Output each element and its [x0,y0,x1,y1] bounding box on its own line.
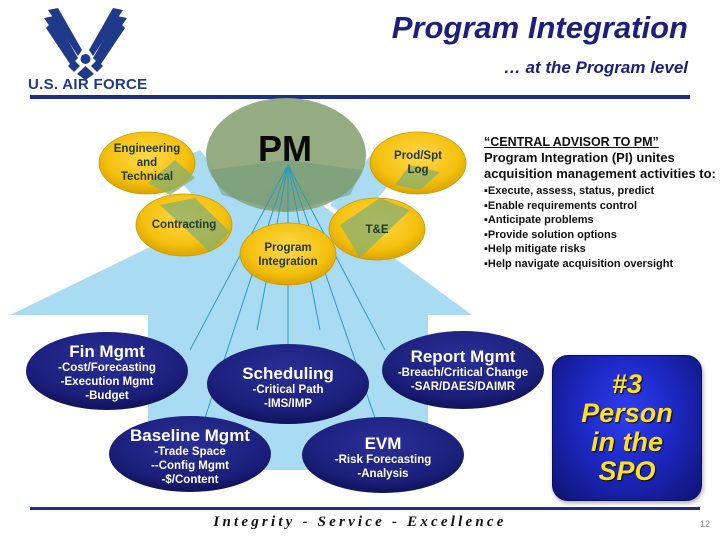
node-label-line: Log [407,164,429,176]
engineering-node: Engineering and Technical [99,140,195,186]
footer-divider [30,507,700,510]
advisor-intro: Program Integration (PI) unites acquisit… [484,150,716,181]
advisor-heading: “CENTRAL ADVISOR TO PM” [484,135,659,149]
program-integration-node: Program Integration [240,238,336,272]
node-title: Baseline Mgmt [130,425,250,445]
fin-mgmt-node: Fin Mgmt -Cost/Forecasting -Execution Mg… [26,340,188,404]
fin-mgmt-ellipse [26,332,188,410]
advisor-panel: “CENTRAL ADVISOR TO PM” Program Integrat… [484,135,716,271]
evm-ellipse [302,417,464,493]
node-label-line: Engineering [113,143,181,155]
node-title: EVM [364,433,402,453]
t-and-e-node: T&E [329,221,425,239]
node-label-line: Program [264,242,312,254]
scheduling-ellipse [207,344,369,424]
node-item: -Risk Forecasting [334,453,432,466]
node-label-line: and [136,157,158,169]
baseline-mgmt-node: Baseline Mgmt -Trade Space --Config Mgmt… [109,424,271,488]
footer-motto: Integrity - Service - Excellence [213,514,507,530]
evm-node: EVM -Risk Forecasting -Analysis [302,432,464,482]
advisor-bullet: Help mitigate risks [484,242,716,257]
prod-spt-log-node: Prod/Spt Log [370,146,466,180]
node-item: -SAR/DAES/DAIMR [410,380,516,393]
page-subtitle: … at the Program level [503,58,688,77]
advisor-bullet: Enable requirements control [484,199,716,214]
node-label-line: Contracting [151,219,217,231]
contracting-node: Contracting [136,216,232,234]
node-item: -$/Content [161,473,219,486]
program-integration-ellipse [239,222,337,286]
node-label-line: T&E [365,224,389,236]
page-title: Program Integration [391,10,688,45]
node-item: -Critical Path [252,383,324,396]
report-mgmt-ellipse [382,331,544,409]
node-item: -Trade Space [154,445,226,458]
advisor-bullet: Help navigate acquisition oversight [484,257,716,272]
node-item: -Breach/Critical Change [397,366,529,379]
spo-callout-box: #3 Person in the SPO [552,355,702,501]
node-label-line: Prod/Spt [394,150,442,162]
prod-spt-log-ellipse [369,131,467,195]
node-title: Scheduling [242,363,334,383]
callout-line: Person [581,398,673,428]
node-title: Fin Mgmt [69,341,145,361]
advisor-bullet-list: Execute, assess, status, predict Enable … [484,184,716,271]
page-number: 12 [699,519,710,529]
node-title: Report Mgmt [410,346,516,366]
advisor-bullet: Anticipate problems [484,213,716,228]
air-force-wings-icon [44,8,127,80]
node-item: -Execution Mgmt [60,375,154,388]
node-item: --Config Mgmt [151,459,229,472]
title-divider [30,95,690,99]
node-label-line: Integration [258,256,318,268]
node-item: -Analysis [357,467,409,480]
node-item: -Budget [85,389,129,402]
callout-line: SPO [598,456,656,486]
callout-line: #3 [611,369,643,399]
callout-line: in the [591,427,663,457]
pm-label: PM [258,128,312,169]
logo-text: U.S. AIR FORCE [28,76,148,93]
node-item: -IMS/IMP [264,397,312,410]
scheduling-node: Scheduling -Critical Path -IMS/IMP [207,362,369,412]
node-label-line: Technical [120,171,174,183]
report-mgmt-node: Report Mgmt -Breach/Critical Change -SAR… [382,345,544,395]
advisor-bullet: Execute, assess, status, predict [484,184,716,199]
advisor-bullet: Provide solution options [484,228,716,243]
baseline-mgmt-ellipse [109,416,271,492]
air-force-logo [28,4,143,100]
node-item: -Cost/Forecasting [58,361,156,374]
